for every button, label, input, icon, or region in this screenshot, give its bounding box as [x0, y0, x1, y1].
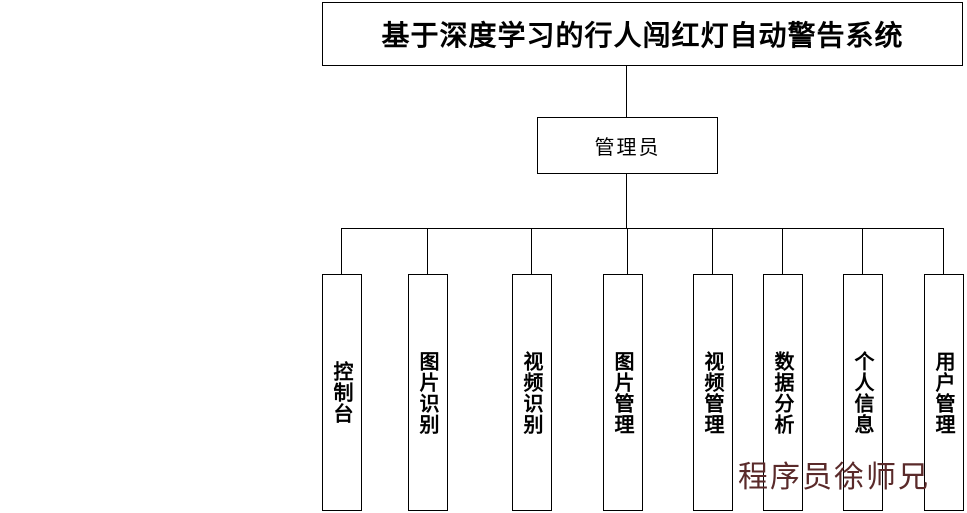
connector-drop-console	[341, 228, 342, 274]
module-image-recognition: 图片识别	[408, 274, 448, 511]
module-image-management: 图片管理	[603, 274, 643, 511]
module-console: 控制台	[322, 274, 362, 511]
module-label: 数据分析	[771, 350, 795, 435]
connector-drop-user-management	[943, 228, 944, 274]
module-label: 图片管理	[611, 350, 635, 435]
module-label: 控制台	[330, 361, 354, 424]
module-data-analysis: 数据分析	[763, 274, 803, 511]
system-title-box: 基于深度学习的行人闯红灯自动警告系统	[322, 2, 963, 66]
admin-label: 管理员	[594, 135, 661, 159]
connector-drop-personal-info	[862, 228, 863, 274]
module-label: 图片识别	[416, 350, 440, 435]
module-personal-info: 个人信息	[843, 274, 883, 511]
connector-bus	[341, 228, 944, 229]
module-label: 个人信息	[851, 350, 875, 435]
connector-drop-image-recognition	[427, 228, 428, 274]
connector-drop-image-management	[627, 228, 628, 274]
module-label: 用户管理	[932, 350, 956, 435]
connector-drop-video-recognition	[531, 228, 532, 274]
module-label: 视频识别	[520, 350, 544, 435]
admin-box: 管理员	[537, 117, 718, 174]
connector-drop-data-analysis	[782, 228, 783, 274]
module-label: 视频管理	[701, 350, 725, 435]
system-title: 基于深度学习的行人闯红灯自动警告系统	[381, 19, 904, 52]
connector-admin-bus	[626, 174, 627, 228]
module-user-management: 用户管理	[924, 274, 964, 511]
module-video-management: 视频管理	[693, 274, 733, 511]
watermark-text: 程序员徐师兄	[738, 460, 930, 495]
connector-drop-video-management	[712, 228, 713, 274]
module-video-recognition: 视频识别	[512, 274, 552, 511]
connector-title-admin	[626, 66, 627, 117]
